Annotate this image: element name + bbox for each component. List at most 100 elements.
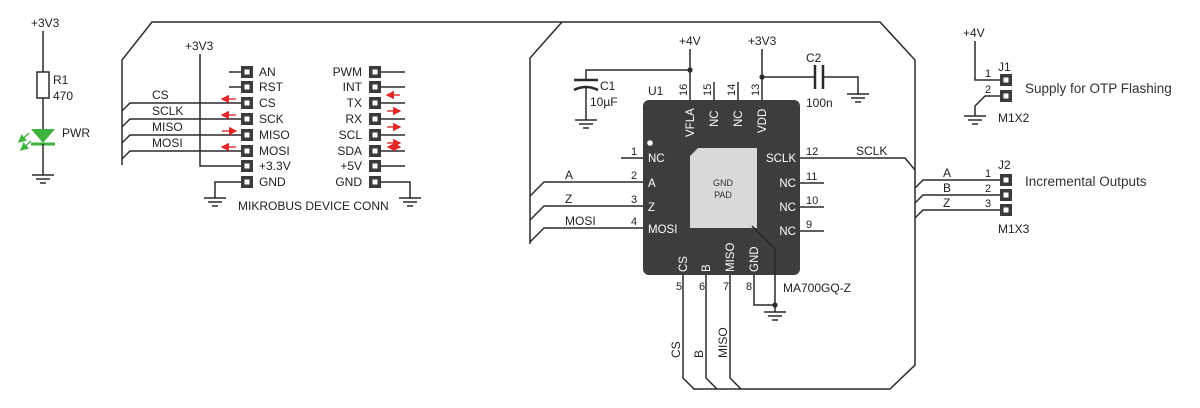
pin-square [369,81,381,93]
net-label-miso: MISO [152,120,183,134]
pin-label: TX [347,96,362,110]
wire [823,76,859,94]
pin-number: 3 [985,198,991,210]
pad-label: PAD [714,190,732,200]
wire [974,41,1000,81]
pin-label: GND [749,246,761,272]
pin-square [1000,74,1012,86]
pin-number: 4 [631,216,637,228]
pin-label: NC [779,178,796,190]
junction-dot [759,74,765,80]
capacitor-c1: C1 10µF [573,69,690,129]
bus-branch-left [529,21,563,244]
mosi-wire [121,150,241,160]
resistor-r1 [36,71,50,99]
pin-square [241,129,253,141]
wire [974,95,1000,116]
pad-gnd-wire [751,225,776,312]
power-supply-label: +3V3 [31,16,60,30]
capacitor-plate [573,85,599,92]
gnd-wire [381,181,411,198]
wire [585,69,690,80]
pin-square [241,145,253,157]
pin-label: PWM [333,65,362,79]
pin-number: 16 [678,84,690,96]
capacitor-c2: C2 100n [762,51,869,110]
pin-square [241,176,253,188]
pin-square [241,81,253,93]
pin-square [241,160,253,172]
pin-label: CS [259,96,276,110]
pin-number: 3 [631,194,637,206]
capacitor-value: 100n [806,96,833,110]
pin-label: NC [648,153,665,165]
ground-icon [964,115,986,125]
header-j2: A B Z 1 2 3 J2 M1X3 Incremental Outputs [914,158,1147,236]
pin-label: SCK [259,112,284,126]
pin-label: Z [648,202,655,214]
mikrobus-right-pins [369,66,381,188]
pin-label: AN [259,65,276,79]
pin-number: 2 [985,84,991,96]
pin-number: 13 [750,84,762,96]
pin-number: 14 [726,84,738,96]
pin-label: INT [343,80,363,94]
chip-part-number: MA700GQ-Z [783,281,851,295]
pin-square [369,145,381,157]
ground-icon [32,174,54,184]
vdd-supply-label: +3V3 [748,34,777,48]
bus-outline [121,21,916,390]
mosi-wire [529,227,643,243]
pin-label: NC [779,202,796,214]
mikrobus-supply-label: +3V3 [185,39,214,53]
pin-square [1000,174,1012,186]
pin-square [369,129,381,141]
pin1-marker [647,140,653,146]
pin-label: +3.3V [259,159,291,173]
pin-number: 15 [702,84,714,96]
pin-label: GND [259,175,286,189]
pin-number: 7 [723,281,729,293]
pin-square [1000,90,1012,102]
pin-square [369,113,381,125]
pin-number: 12 [806,146,818,158]
net-label-cs: CS [152,88,169,102]
header-description: Incremental Outputs [1025,174,1147,189]
cs-wire [121,102,241,112]
pin-label: MOSI [259,144,290,158]
pin-square [1000,204,1012,216]
pin-label: RX [345,112,362,126]
net-label-z: Z [565,192,572,206]
capacitor-ref: C1 [600,79,616,93]
pin-square [1000,189,1012,201]
net-label-sclk: SCLK [856,144,887,158]
junction-dot [772,302,778,308]
net-label-mosi: MOSI [565,214,596,228]
signal-bus [121,21,916,390]
pin-label: SCL [339,128,363,142]
net-label-a: A [943,166,951,180]
pad-label: GND [713,178,734,188]
mikrobus-left-pins [241,66,253,188]
pin-label: RST [259,80,284,94]
header-description: Supply for OTP Flashing [1025,81,1172,96]
pin-label: SCLK [766,153,796,165]
mikrobus-connector: +3V3 CS SCLK MISO MOSI AN RST [121,39,421,213]
sclk-wire [800,157,916,171]
pin-number: 5 [676,281,682,293]
net-label-b: B [943,181,951,195]
header-ref: J1 [998,60,1011,74]
ic-u1: +4V +3V3 16 15 14 13 GND PAD U1 VFLA NC … [529,34,916,390]
header-j1: +4V 1 2 J1 M1X2 Supply for OTP Flashing [963,26,1172,125]
pin-label: VFLA [685,108,697,137]
cs-wire [682,275,695,390]
pin-number: 9 [806,219,812,231]
pin-number: 1 [985,68,991,80]
pin-square [241,97,253,109]
gnd-wire [214,181,241,198]
net-label-miso: MISO [716,327,730,358]
ground-icon [204,197,226,207]
pin-number: 11 [806,171,817,183]
ground-icon [764,311,786,321]
